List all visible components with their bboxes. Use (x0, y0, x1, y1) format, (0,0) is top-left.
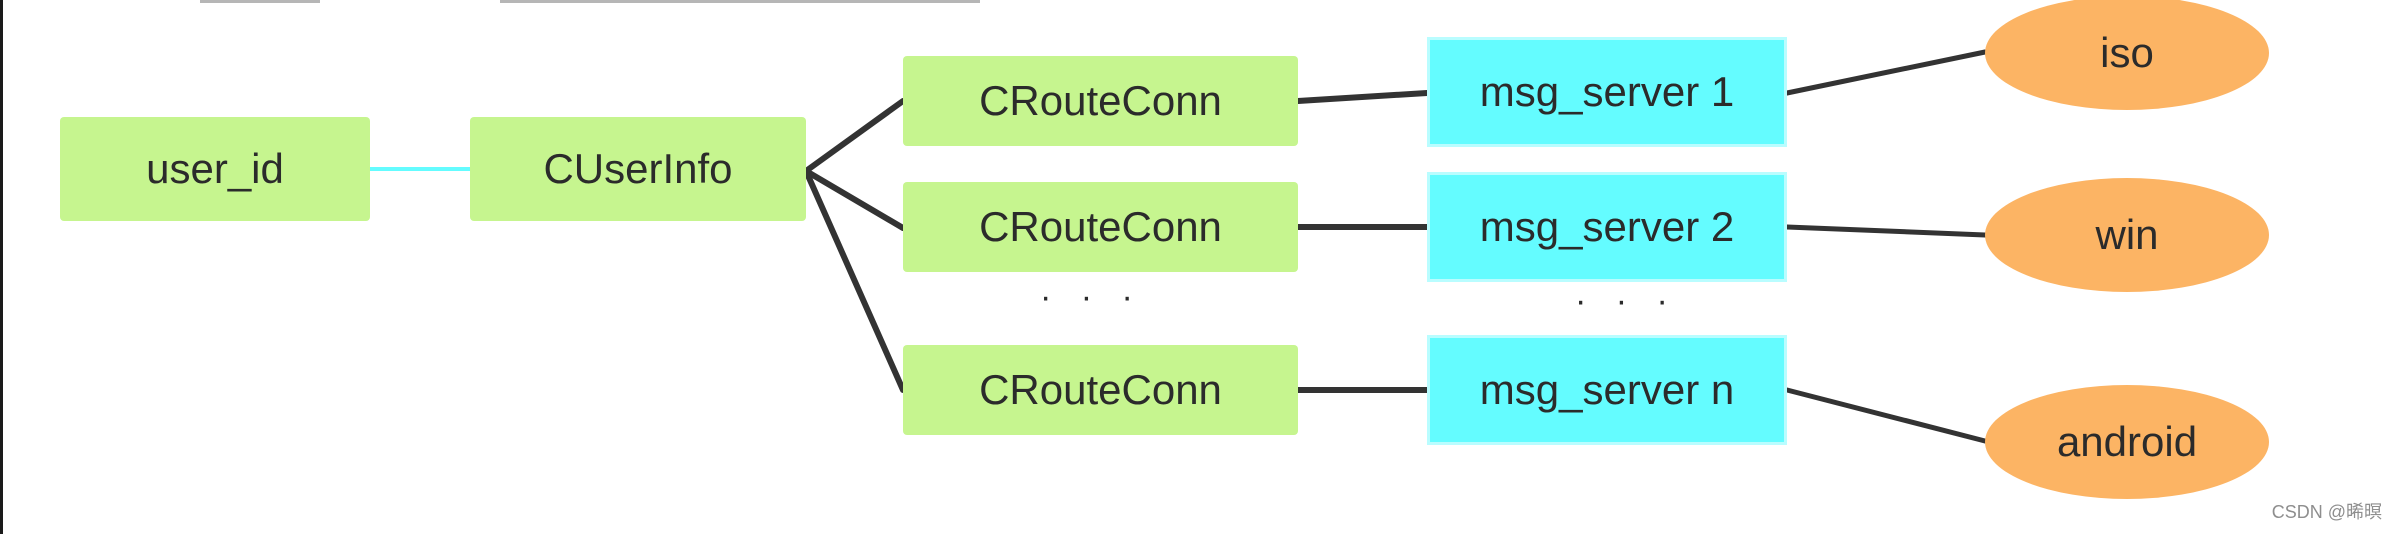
route-conn-node-2: CRouteConn (903, 182, 1298, 272)
connector-server2-win (1784, 224, 1988, 238)
msg-server-node-2: msg_server 2 (1427, 172, 1787, 282)
user-id-node: user_id (60, 117, 370, 221)
connector-userinfo-route-2 (803, 168, 906, 231)
connector-userinfo-route-1 (803, 98, 906, 174)
msg-server-node-1: msg_server 1 (1427, 37, 1787, 147)
client-node-android: android (1985, 385, 2269, 499)
watermark: CSDN @晞暝 (2271, 502, 2382, 522)
top-cropped-fragment (200, 0, 320, 3)
msg-server-ellipsis: · · · (1575, 282, 1678, 320)
connector-server1-iso (1784, 49, 1988, 96)
route-conn-node-1: CRouteConn (903, 56, 1298, 146)
top-cropped-fragment (500, 0, 980, 3)
user-info-node: CUserInfo (470, 117, 806, 221)
route-conn-node-3: CRouteConn (903, 345, 1298, 435)
client-node-iso: iso (1985, 0, 2269, 110)
client-node-win: win (1985, 178, 2269, 292)
route-conn-ellipsis: · · · (1040, 278, 1143, 316)
connector-userinfo-route-3 (803, 168, 906, 393)
left-border (0, 0, 3, 534)
connector-servern-android (1784, 387, 1988, 444)
connector-route1-server1 (1295, 90, 1430, 104)
msg-server-node-n: msg_server n (1427, 335, 1787, 445)
